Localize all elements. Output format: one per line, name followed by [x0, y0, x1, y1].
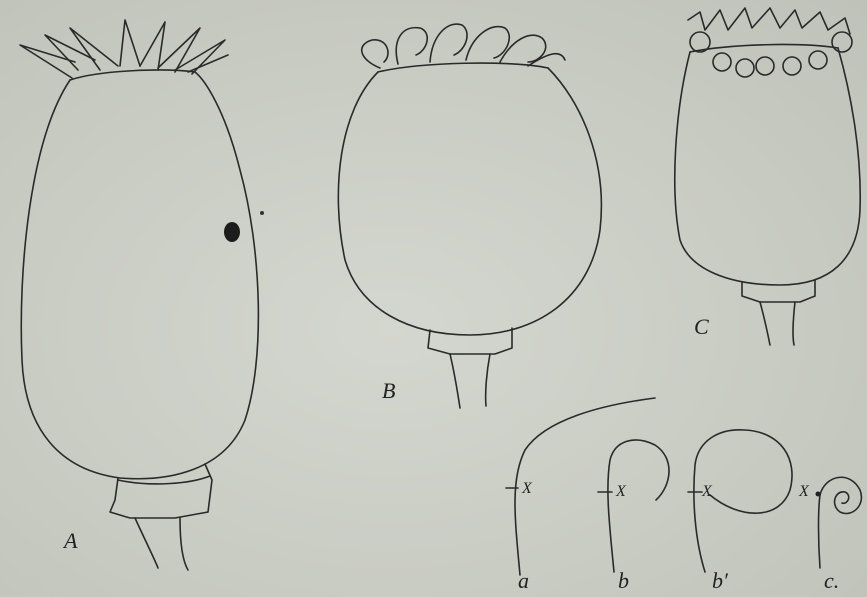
label-detail-b-prime: b′ [712, 568, 728, 594]
mark-x-b: X [616, 483, 626, 501]
label-detail-b: b [618, 568, 629, 594]
mark-x-b-prime: X [702, 483, 712, 501]
mark-x-a: X [522, 480, 532, 498]
detail-b-curve [598, 440, 669, 572]
label-detail-c: c. [824, 568, 839, 594]
capsule-c [675, 8, 860, 345]
label-capsule-b: B [382, 378, 395, 404]
label-capsule-a: A [64, 528, 77, 554]
capsule-a [20, 20, 264, 570]
label-capsule-c: C [694, 314, 709, 340]
label-detail-a: a [518, 568, 529, 594]
capsule-b [338, 24, 601, 408]
detail-c-curve [816, 477, 862, 568]
mark-x-c: X [799, 483, 809, 501]
